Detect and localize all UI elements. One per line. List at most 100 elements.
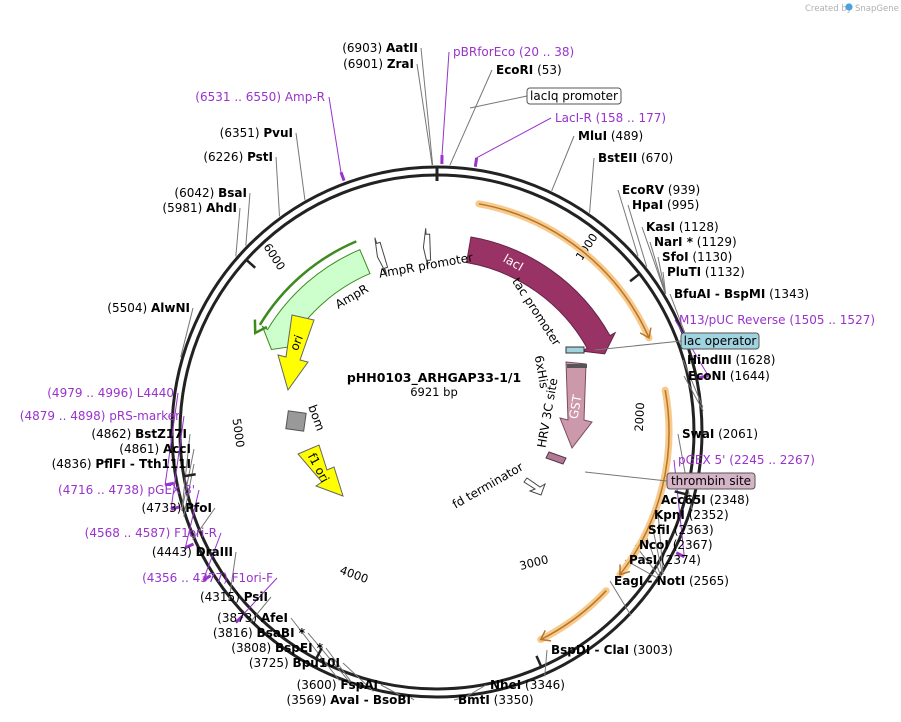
primer-pbrforeco[interactable]: pBRforEco (20 .. 38) <box>453 45 574 59</box>
primer-leader <box>184 489 200 548</box>
tick-mark <box>629 273 640 283</box>
site-psii[interactable]: (4315) PsiI <box>200 590 268 604</box>
site-ahdi[interactable]: (5981) AhdI <box>162 201 237 215</box>
primer-leader <box>235 577 278 623</box>
feature-laci[interactable] <box>465 236 617 355</box>
site-label: (6226) PstI <box>203 150 273 164</box>
feature-box-thrombin-site[interactable]: thrombin site <box>584 471 756 490</box>
site-label: Acc65I (2348) <box>661 493 749 507</box>
ampr-frame-head <box>253 319 268 336</box>
feature-f1-ori[interactable] <box>297 444 344 497</box>
primer-m13-puc-reverse[interactable]: M13/pUC Reverse (1505 .. 1527) <box>679 313 875 327</box>
site-leader <box>416 63 433 166</box>
site-bspdi-clai[interactable]: BspDI - ClaI (3003) <box>551 643 673 657</box>
site-ecori[interactable]: EcoRI (53) <box>496 63 562 77</box>
primer-mark <box>473 157 479 167</box>
site-afei[interactable]: (3873) AfeI <box>217 611 288 625</box>
site-bsai[interactable]: (6042) BsaI <box>174 186 247 200</box>
primer-label: (4356 .. 4377) F1ori-F <box>142 571 273 585</box>
primer-laci-r[interactable]: LacI-R (158 .. 177) <box>555 111 666 125</box>
site-alwni[interactable]: (5504) AlwNI <box>107 301 190 315</box>
site-acc65i[interactable]: Acc65I (2348) <box>661 493 749 507</box>
primer-leader <box>164 392 179 485</box>
site-eagi-noti[interactable]: EagI - NotI (2565) <box>614 574 729 588</box>
site-hpai[interactable]: HpaI (995) <box>632 198 699 212</box>
site-label: KpnI (2352) <box>654 508 729 522</box>
feature-box <box>666 472 756 490</box>
feature-bom[interactable] <box>285 410 307 432</box>
primer-amp-r[interactable]: (6531 .. 6550) Amp-R <box>195 90 325 104</box>
site-label: NcoI (2367) <box>639 538 713 552</box>
feature-box-lac-operator[interactable]: lac operator <box>594 332 760 351</box>
site-pflfi-tth111i[interactable]: (4836) PflFI - Tth111I <box>52 457 191 471</box>
site-label: KasI (1128) <box>646 220 719 234</box>
site-leader <box>180 307 194 358</box>
site-swai[interactable]: SwaI (2061) <box>682 427 758 441</box>
site-label: SfoI (1130) <box>662 250 732 264</box>
primer-pgex-3[interactable]: (4716 .. 4738) pGEX 3' <box>58 483 195 497</box>
site-leader <box>682 359 704 408</box>
feature-box-label: thrombin site <box>671 474 751 488</box>
site-acci[interactable]: (4861) AccI <box>119 442 191 456</box>
site-kasi[interactable]: KasI (1128) <box>646 220 719 234</box>
site-label: (5981) AhdI <box>162 201 237 215</box>
primer-label: (6531 .. 6550) Amp-R <box>195 90 325 104</box>
primer-l4440[interactable]: (4979 .. 4996) L4440 <box>47 386 174 400</box>
site-aatii[interactable]: (6903) AatII <box>342 41 418 55</box>
site-draiii[interactable]: (4443) DraIII <box>152 545 233 559</box>
primer-pgex-5[interactable]: pGEX 5' (2245 .. 2267) <box>678 453 815 467</box>
feature-gst[interactable] <box>559 361 593 450</box>
feature-fd-terminator[interactable] <box>523 477 546 496</box>
orf-laci-frame-head <box>639 327 652 340</box>
feature-label-f1-ori: f1 ori <box>305 451 332 485</box>
site-sfii[interactable]: SfiI (2363) <box>648 523 714 537</box>
site-leader <box>551 135 575 192</box>
site-leader <box>245 192 251 246</box>
feature-label-fd-terminator: fd terminator <box>450 460 526 512</box>
tick-label: 3000 <box>518 552 550 573</box>
site-label: BmtI (3350) <box>458 693 534 707</box>
site-fspai[interactable]: (3600) FspAI <box>297 678 378 692</box>
site-psti[interactable]: (6226) PstI <box>203 150 273 164</box>
site-pvui[interactable]: (6351) PvuI <box>220 126 293 140</box>
site-ecorv[interactable]: EcoRV (939) <box>622 183 700 197</box>
primer-f1ori-r[interactable]: (4568 .. 4587) F1ori-R <box>85 526 217 540</box>
site-bpu10i[interactable]: (3725) Bpu10I <box>249 656 340 670</box>
site-bmti[interactable]: BmtI (3350) <box>458 693 534 707</box>
site-mlui[interactable]: MluI (489) <box>578 129 643 143</box>
site-avai-bsobi[interactable]: (3569) AvaI - BsoBI <box>287 693 411 707</box>
primer-prs-marker[interactable]: (4879 .. 4898) pRS-marker <box>20 409 180 423</box>
site-pasi[interactable]: PasI (2374) <box>629 553 701 567</box>
site-kpni[interactable]: KpnI (2352) <box>654 508 729 522</box>
site-nari[interactable]: NarI * (1129) <box>654 235 737 249</box>
feature-box-laciq-promoter[interactable]: lacIq promoter <box>469 87 622 109</box>
site-leader <box>683 375 704 412</box>
site-pluti[interactable]: PluTI (1132) <box>667 265 745 279</box>
site-label: (4443) DraIII <box>152 545 233 559</box>
feature-ori[interactable] <box>277 314 315 392</box>
feature-ampr-promoter[interactable] <box>374 237 389 275</box>
site-bspei[interactable]: (3808) BspEI * <box>231 641 323 655</box>
primer-f1ori-f[interactable]: (4356 .. 4377) F1ori-F <box>142 571 273 585</box>
site-leader <box>290 617 340 681</box>
site-econi[interactable]: EcoNI (1644) <box>688 369 770 383</box>
site-sfoi[interactable]: SfoI (1130) <box>662 250 732 264</box>
orf-laci-frame-line <box>478 203 650 339</box>
site-zrai[interactable]: (6901) ZraI <box>343 57 414 71</box>
credit-brand: SnapGene <box>855 4 899 14</box>
site-pfoi[interactable]: (4733) PfoI <box>142 501 212 515</box>
plasmid-name: pHH0103_ARHGAP33-1/1 <box>347 370 521 386</box>
feature-ampr[interactable] <box>261 249 371 351</box>
site-leader <box>325 647 355 687</box>
site-bfuai-bspmi[interactable]: BfuAI - BspMI (1343) <box>674 287 809 301</box>
site-bstz17i[interactable]: (4862) BstZ17I <box>91 427 187 441</box>
site-nhei[interactable]: NheI (3346) <box>490 678 565 692</box>
site-bsabi[interactable]: (3816) BsaBI * <box>213 626 306 640</box>
primer-leader <box>170 415 185 510</box>
site-leader <box>275 156 280 217</box>
site-ncoi[interactable]: NcoI (2367) <box>639 538 713 552</box>
site-label: (4836) PflFI - Tth111I <box>52 457 191 471</box>
feature-lacIq-promoter-arrow[interactable] <box>422 228 432 267</box>
site-hindiii[interactable]: HindIII (1628) <box>687 353 775 367</box>
site-bsteii[interactable]: BstEII (670) <box>598 151 673 165</box>
